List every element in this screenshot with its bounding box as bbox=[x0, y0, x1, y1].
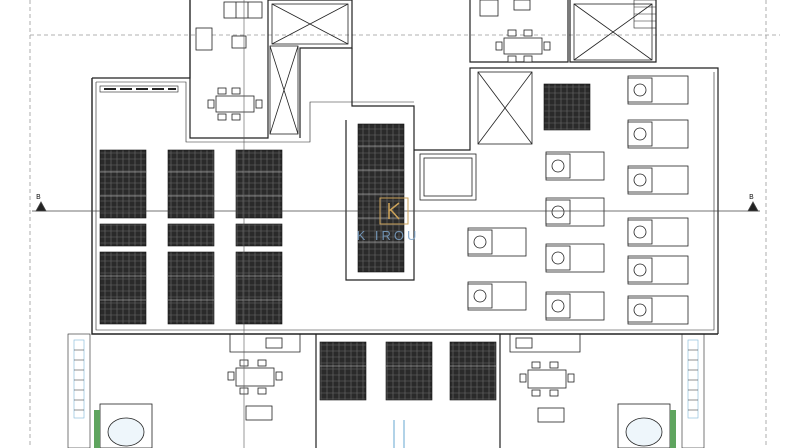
property-boundary bbox=[29, 0, 780, 448]
dining-table-icon bbox=[207, 29, 575, 397]
skylight-icon bbox=[269, 3, 653, 201]
section-line bbox=[32, 201, 760, 212]
watermark-logo-icon bbox=[379, 197, 409, 225]
watermark-text: K IROU bbox=[356, 228, 420, 243]
roof-outline bbox=[91, 0, 719, 448]
vent-strip bbox=[99, 85, 179, 93]
sun-lounger-icon bbox=[467, 75, 689, 325]
hot-tub-icon bbox=[99, 403, 671, 448]
drain-line bbox=[393, 420, 405, 448]
section-marker-right: B bbox=[749, 193, 754, 201]
side-rails bbox=[67, 0, 705, 448]
lounge-seats bbox=[195, 0, 565, 423]
planter-icon bbox=[94, 410, 676, 448]
section-marker-left: B bbox=[36, 193, 41, 201]
